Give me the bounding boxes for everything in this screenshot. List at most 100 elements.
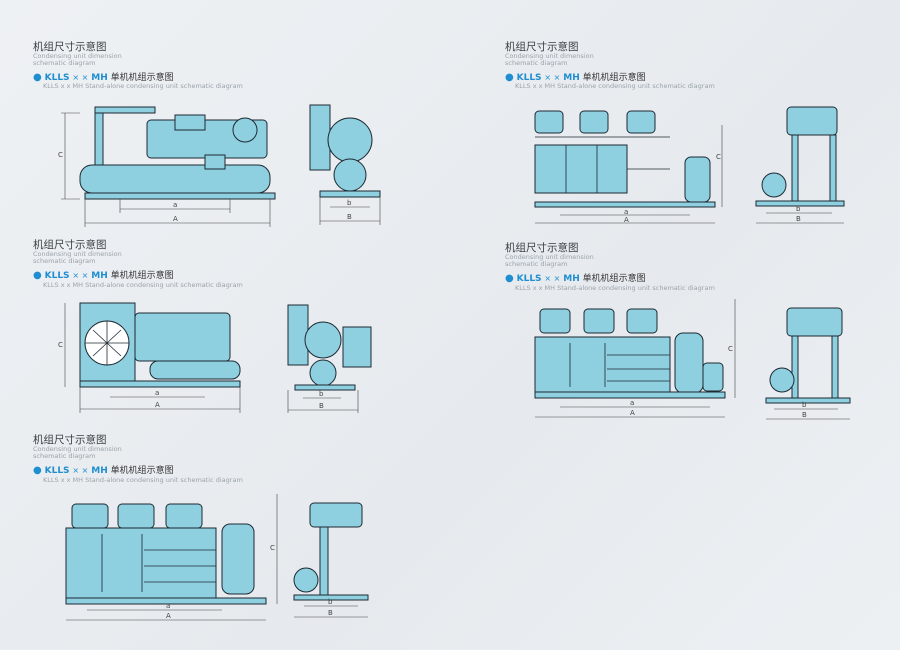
base-frame — [65, 597, 267, 605]
compressor-2 — [579, 110, 609, 134]
bullet-icon: ● — [505, 72, 514, 83]
side-view-diagram: b B — [309, 104, 381, 225]
dim-B: B — [796, 215, 801, 223]
model-suffix: MH — [563, 274, 580, 284]
side-base — [755, 200, 845, 207]
dim-A: A — [624, 216, 629, 224]
section-subtitle-1: Condensing unit dimension — [33, 52, 122, 60]
base-frame — [79, 380, 241, 388]
oil-separator — [674, 332, 704, 394]
dim-C: C — [728, 345, 733, 353]
model-prefix: KLLS — [44, 466, 70, 476]
bullet-icon: ● — [33, 72, 42, 83]
model-prefix: KLLS — [516, 274, 542, 284]
model-cn: 单机机组示意图 — [110, 73, 174, 83]
compressor-3 — [165, 503, 203, 529]
frame-post-2 — [829, 134, 837, 202]
side-view-diagram: b B — [755, 106, 845, 224]
compressor-end — [786, 307, 843, 337]
model-prefix: KLLS — [516, 73, 542, 83]
model-cn: 单机机组示意图 — [582, 73, 646, 83]
side-panel — [309, 104, 331, 171]
bullet-icon: ● — [505, 273, 514, 284]
base-frame — [534, 391, 726, 399]
model-prefix: KLLS — [44, 73, 70, 83]
cabinet — [65, 527, 217, 599]
compressor-1 — [539, 308, 571, 334]
section-subtitle-2: schematic diagram — [33, 257, 96, 265]
section-subtitle-2: schematic diagram — [505, 260, 568, 268]
top-pipe — [94, 106, 156, 114]
compressor-2 — [117, 503, 155, 529]
model-heading: ● KLLS × × MH 单机机组示意图 — [33, 70, 174, 83]
oil-separator — [221, 523, 255, 595]
separator-end — [761, 172, 787, 198]
dim-B: B — [319, 402, 324, 410]
pressure-gauge — [232, 117, 258, 143]
discharge-pipe — [94, 106, 104, 166]
valve-block — [204, 154, 226, 170]
oil-separator — [684, 156, 711, 203]
dim-a: a — [173, 201, 177, 209]
side-panel — [287, 304, 309, 366]
model-description: KLLS x x MH Stand-alone condensing unit … — [43, 281, 243, 289]
dim-a: a — [166, 602, 170, 610]
section-title: 机组尺寸示意图 — [33, 41, 107, 53]
dim-C: C — [58, 151, 63, 159]
model-suffix: MH — [563, 73, 580, 83]
front-view-diagram: C a A — [58, 302, 241, 413]
dim-b: b — [796, 205, 801, 213]
side-base — [294, 384, 356, 391]
dim-A: A — [630, 409, 635, 417]
section-title: 机组尺寸示意图 — [505, 242, 579, 254]
section-subtitle-1: Condensing unit dimension — [505, 52, 594, 60]
model-suffix: MH — [91, 271, 108, 281]
section-title: 机组尺寸示意图 — [505, 41, 579, 53]
dim-B: B — [347, 213, 352, 221]
compressor-1 — [534, 110, 564, 134]
dim-a: a — [630, 399, 634, 407]
model-description: KLLS x x MH Stand-alone condensing unit … — [43, 476, 243, 484]
model-x: × × — [72, 73, 89, 82]
base-frame — [84, 192, 276, 200]
front-view-diagram: C a A — [534, 110, 723, 224]
bullet-icon: ● — [33, 465, 42, 476]
section-title: 机组尺寸示意图 — [33, 239, 107, 251]
motor-end — [304, 321, 342, 359]
side-base — [293, 594, 369, 601]
cabinet — [534, 144, 628, 194]
compressor-end — [786, 106, 838, 136]
compressor-2 — [583, 308, 615, 334]
section-subtitle-2: schematic diagram — [505, 59, 568, 67]
model-description: KLLS x x MH Stand-alone condensing unit … — [515, 284, 715, 292]
dim-A: A — [155, 401, 160, 409]
frame-post-1 — [791, 134, 799, 202]
base-frame — [534, 201, 716, 208]
section-subtitle-1: Condensing unit dimension — [33, 445, 122, 453]
model-description: KLLS x x MH Stand-alone condensing unit … — [515, 82, 715, 90]
dim-B: B — [328, 609, 333, 617]
separator-end — [769, 367, 795, 393]
model-x: × × — [72, 271, 89, 280]
dim-b: b — [328, 598, 333, 606]
side-view-diagram: b B — [293, 502, 369, 618]
model-cn: 单机机组示意图 — [582, 274, 646, 284]
compressor-end — [309, 502, 363, 528]
frame-post — [319, 526, 329, 598]
compressor-1 — [71, 503, 109, 529]
cabinet — [534, 336, 671, 393]
dim-a: a — [155, 389, 159, 397]
model-heading: ● KLLS × × MH 单机机组示意图 — [505, 271, 646, 284]
dim-b: b — [802, 401, 807, 409]
dim-B: B — [802, 411, 807, 419]
front-view-diagram: C a A — [65, 494, 278, 621]
dim-A: A — [173, 215, 178, 223]
model-heading: ● KLLS × × MH 单机机组示意图 — [33, 268, 174, 281]
dim-C: C — [716, 153, 721, 161]
motor-box — [174, 114, 206, 131]
section-subtitle-2: schematic diagram — [33, 452, 96, 460]
side-view-diagram: b B — [765, 307, 851, 420]
dim-b: b — [347, 199, 352, 207]
compressor-3 — [626, 308, 658, 334]
dim-C: C — [270, 544, 275, 552]
